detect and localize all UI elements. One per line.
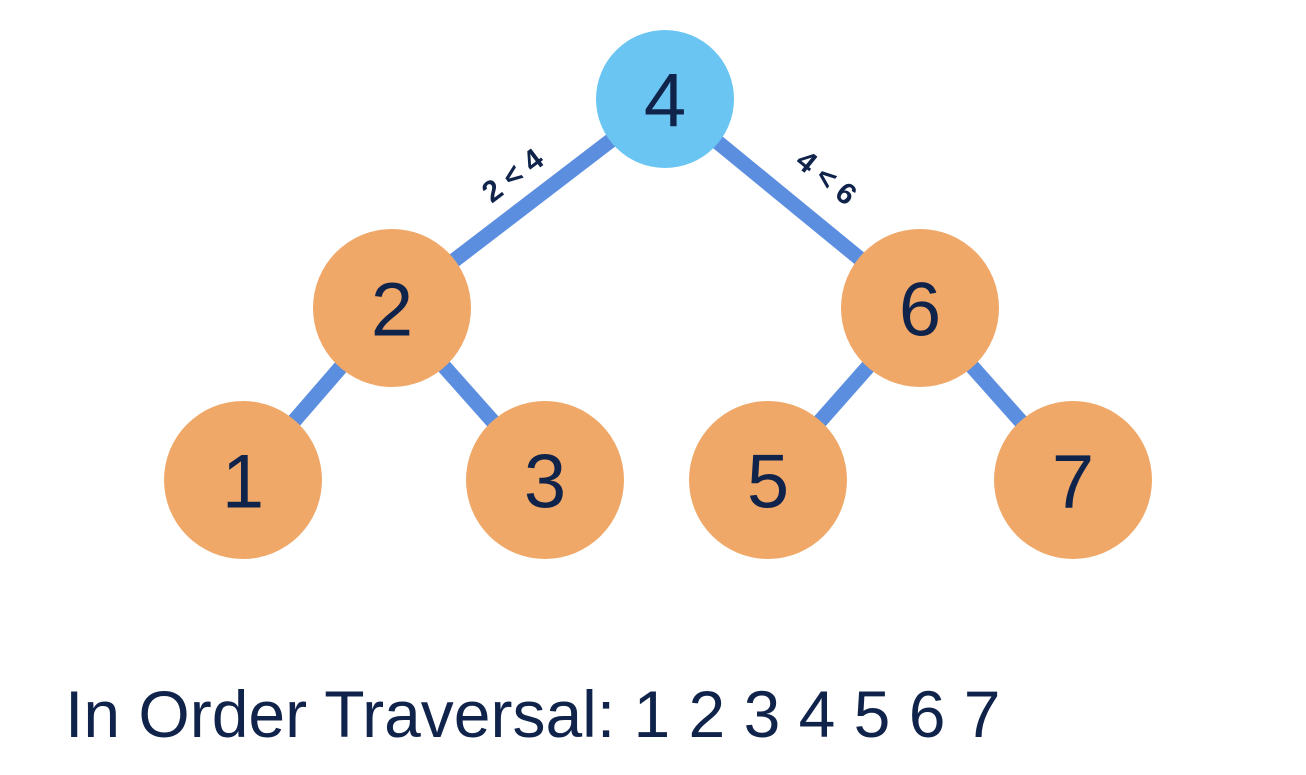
node-circle-3[interactable] [466,401,624,559]
node-circle-1[interactable] [164,401,322,559]
in-order-traversal-caption: In Order Traversal: 1 2 3 4 5 6 7 [65,677,1000,751]
node-label-4: 4 [644,59,686,144]
tree-node-4[interactable]: 4 [596,30,734,168]
tree-node-6[interactable]: 6 [841,229,999,387]
node-label-3: 3 [524,440,566,525]
node-circle-4[interactable] [596,30,734,168]
node-label-2: 2 [371,268,413,353]
tree-node-3[interactable]: 3 [466,401,624,559]
node-circle-2[interactable] [313,229,471,387]
node-circle-6[interactable] [841,229,999,387]
node-label-6: 6 [899,268,941,353]
tree-node-1[interactable]: 1 [164,401,322,559]
tree-node-2[interactable]: 2 [313,229,471,387]
node-circle-5[interactable] [689,401,847,559]
nodes-layer: 4 2 6 1 3 5 7 [164,30,1152,559]
tree-node-5[interactable]: 5 [689,401,847,559]
tree-node-7[interactable]: 7 [994,401,1152,559]
node-label-5: 5 [747,440,789,525]
node-circle-7[interactable] [994,401,1152,559]
node-label-7: 7 [1052,440,1094,525]
node-label-1: 1 [222,440,264,525]
